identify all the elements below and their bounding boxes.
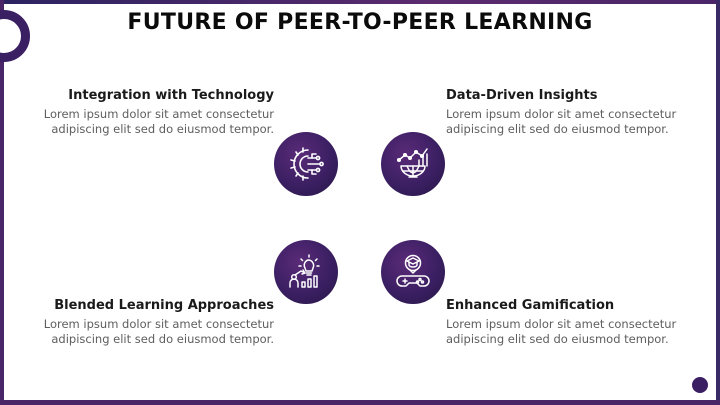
item-heading: Enhanced Gamification (446, 298, 615, 313)
slide-title: FUTURE OF PEER-TO-PEER LEARNING (127, 10, 593, 35)
item-heading: Data-Driven Insights (446, 88, 598, 103)
item-integration-with-technology: Integration with Technology Lorem ipsum … (14, 88, 274, 137)
lightbulb-growth-icon (274, 240, 338, 304)
graduate-gamepad-icon (381, 240, 445, 304)
item-data-driven-insights: Data-Driven Insights Lorem ipsum dolor s… (446, 88, 706, 137)
gear-circuit-icon (274, 132, 338, 196)
item-heading: Integration with Technology (68, 88, 274, 103)
item-blended-learning-approaches: Blended Learning Approaches Lorem ipsum … (14, 298, 274, 347)
chart-globe-icon (381, 132, 445, 196)
decorative-ring (0, 10, 30, 62)
item-heading: Blended Learning Approaches (54, 298, 274, 313)
right-border (716, 0, 720, 405)
top-border (0, 0, 720, 4)
decorative-dot (692, 377, 708, 393)
item-enhanced-gamification: Enhanced Gamification Lorem ipsum dolor … (446, 298, 706, 347)
